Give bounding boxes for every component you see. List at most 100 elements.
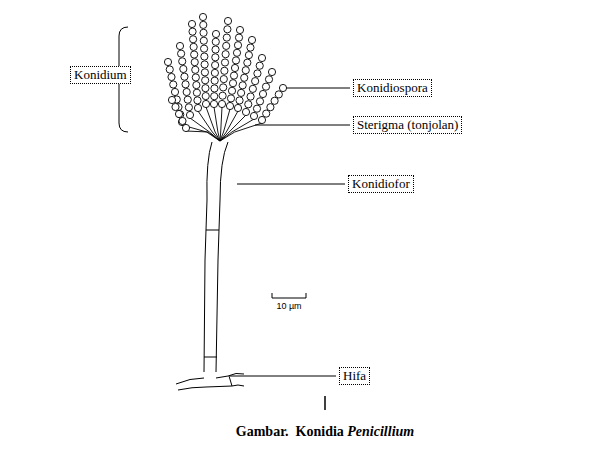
conidiospore [192, 74, 199, 81]
conidiospore [210, 100, 217, 107]
conidiospore [267, 104, 274, 111]
conidiospore [241, 74, 248, 81]
conidiospore [275, 91, 282, 98]
conidiospore [263, 110, 270, 117]
conidiospore [259, 90, 266, 97]
conidiospore [221, 59, 228, 66]
conidiospore [179, 117, 186, 124]
conidiospore [164, 58, 171, 65]
conidiospore [262, 83, 269, 90]
label-box: Konidiofor [348, 175, 414, 193]
conidiospore [244, 59, 251, 66]
conidiospore [201, 53, 208, 60]
conidiospore [279, 84, 286, 91]
conidiospore [220, 76, 227, 83]
mark [324, 396, 326, 410]
conidiospore [247, 44, 254, 51]
conidiospore [168, 73, 175, 80]
conidiospore [179, 58, 186, 65]
conidiospore [185, 104, 192, 111]
conidiospore [170, 81, 177, 88]
conidiospore [250, 112, 257, 119]
conidiospore [219, 92, 226, 99]
conidiospore [212, 30, 219, 37]
conidiospore [193, 89, 200, 96]
conidiospore [194, 104, 201, 111]
conidiospore [242, 67, 249, 74]
conidiospore [189, 28, 196, 35]
conidiospore [183, 88, 190, 95]
conidiospore [188, 20, 195, 27]
conidiospore [218, 100, 225, 107]
sterigma [186, 131, 220, 141]
conidiospore [245, 52, 252, 59]
conidiospore [175, 110, 182, 117]
conidiospore [200, 21, 207, 28]
hypha [178, 385, 244, 390]
conidiospore [252, 78, 259, 85]
conidiospore [258, 54, 265, 61]
part-name: Konidium [74, 67, 127, 82]
conidiospore [194, 97, 201, 104]
conidiospore [191, 51, 198, 58]
conidiospore [224, 17, 231, 24]
conidiospore [201, 69, 208, 76]
conidiospore [258, 116, 265, 123]
conidiospore [211, 93, 218, 100]
conidiospore [227, 95, 234, 102]
conidiospore [235, 34, 242, 41]
label-box: Konidiospora [353, 79, 432, 97]
conidiospore [220, 84, 227, 91]
sterigma [214, 107, 220, 141]
sterigma [220, 115, 246, 141]
scale-bar [272, 293, 306, 298]
conidiospore [247, 93, 254, 100]
hypha [176, 373, 244, 384]
conidiospore [191, 59, 198, 66]
conidiospore [212, 54, 219, 61]
leader-line [237, 184, 345, 185]
conidiospore [184, 96, 191, 103]
conidiospore [186, 111, 193, 118]
leader-line [230, 376, 336, 377]
conidiospore [190, 43, 197, 50]
conidiospore [202, 85, 209, 92]
conidiospore [271, 97, 278, 104]
conidiospore [242, 108, 249, 115]
scale-label: 10 µm [276, 301, 301, 311]
conidiospore [168, 96, 175, 103]
label-box: Konidium [70, 66, 131, 84]
conidiospore [222, 51, 229, 58]
conidiospore [236, 97, 243, 104]
conidiospore [234, 104, 241, 111]
conidiospore [189, 36, 196, 43]
conidiospore [254, 70, 261, 77]
conidiospore [201, 61, 208, 68]
conidiospore [226, 102, 233, 109]
conidiospore [171, 88, 178, 95]
sterigma [220, 123, 262, 141]
conidiospore [166, 66, 173, 73]
conidiospore [192, 66, 199, 73]
septum [206, 230, 219, 231]
part-name: Konidiofor [352, 176, 410, 191]
conidiospore [256, 98, 263, 105]
septum [229, 376, 232, 386]
conidiospore [231, 64, 238, 71]
conidiospore [265, 76, 272, 83]
part-name: Sterigma (tonjolan) [357, 117, 458, 132]
conidiospore [172, 103, 179, 110]
conidiospore [228, 87, 235, 94]
figure-caption: Gambar. Konidia Penicillium [236, 424, 414, 440]
conidiospore [221, 67, 228, 74]
part-name: Hifa [343, 368, 366, 383]
part-name: Konidiospora [357, 80, 428, 95]
conidiospore [245, 101, 252, 108]
conidiospore [256, 62, 263, 69]
conidiospore [200, 37, 207, 44]
conidiospore [182, 81, 189, 88]
conidiophore [216, 142, 228, 372]
conidiospore [200, 29, 207, 36]
conidiospore [178, 50, 185, 57]
conidiospore [248, 36, 255, 43]
